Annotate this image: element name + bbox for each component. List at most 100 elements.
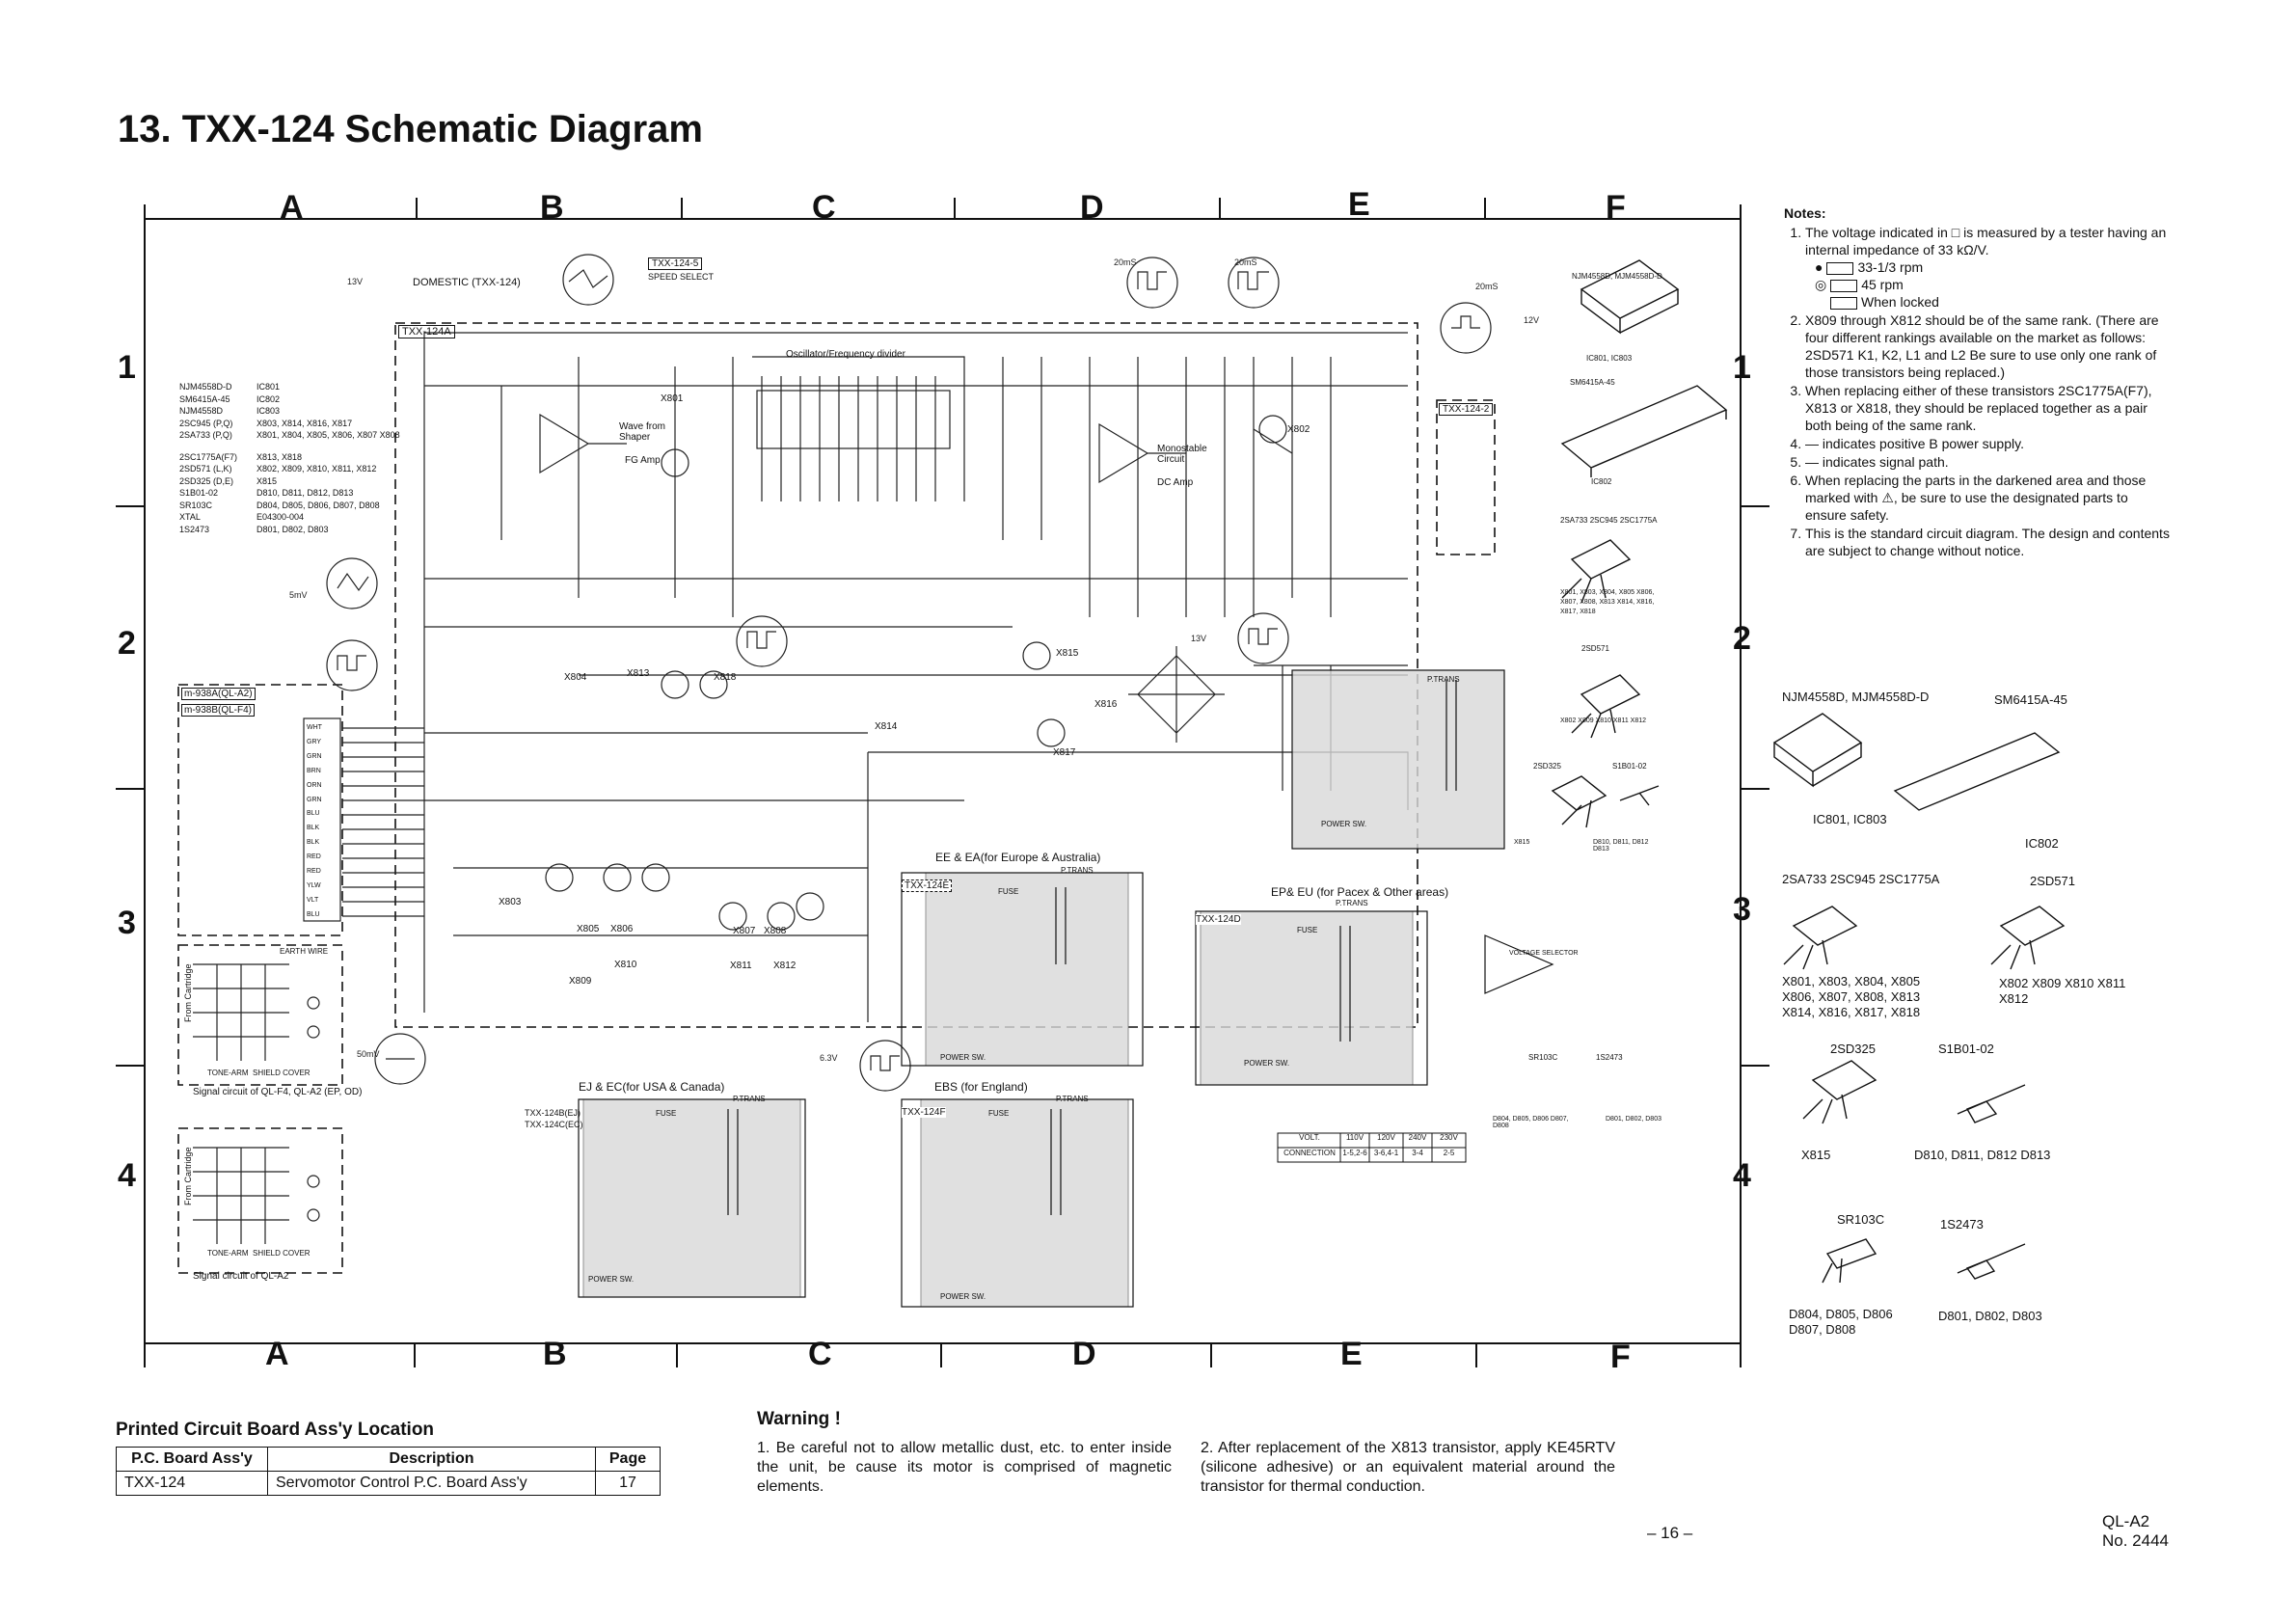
voltage-table-header: VOLT. 110V 120V 240V 230V — [1299, 1133, 1458, 1142]
grid-row-2-left: 2 — [118, 625, 136, 662]
grid-column-d-bottom: D — [1072, 1336, 1096, 1372]
transistor-x814: X814 — [875, 721, 898, 732]
note-item: The voltage indicated in □ is measured b… — [1805, 224, 2170, 311]
model-number: QL-A2 No. 2444 — [2102, 1512, 2169, 1550]
warning-section: Warning ! 1. Be careful not to allow met… — [757, 1410, 1625, 1497]
voltage-table-row: CONNECTION 1-5,2-6 3-6,4-1 3-4 2-5 — [1283, 1149, 1455, 1157]
grid-column-f-bottom: F — [1610, 1339, 1631, 1375]
component-row: 2SC945 (P,Q)X803, X814, X816, X817 — [179, 418, 353, 428]
pkg-transistor-refs: X801, X803, X804, X805 X806, X807, X808,… — [1782, 974, 1921, 1019]
power-sw-label-ep: POWER SW. — [1244, 1059, 1290, 1068]
pkg-ic801: NJM4558D, MJM4558D-D — [1782, 690, 1930, 704]
fuse-label-ee: FUSE — [998, 887, 1019, 896]
speed-select-label: SPEED SELECT — [648, 272, 715, 282]
region-ep-eu: EP& EU (for Pacex & Other areas) — [1271, 885, 1449, 899]
domestic-label: DOMESTIC (TXX-124) — [413, 277, 521, 288]
oscillator-label: Oscillator/Frequency divider — [786, 349, 905, 360]
svg-text:50mV: 50mV — [357, 1049, 380, 1059]
pkg-ic801-inner: NJM4558D, MJM4558D-D — [1572, 272, 1662, 281]
fuse-label-ebs: FUSE — [988, 1109, 1010, 1118]
power-sw-label-ebs: POWER SW. — [940, 1292, 986, 1301]
region-ebs: EBS (for England) — [934, 1080, 1028, 1094]
svg-text:13V: 13V — [347, 277, 363, 286]
grid-row-1-left: 1 — [118, 349, 136, 386]
transistor-x813: X813 — [627, 668, 650, 679]
transistor-x806: X806 — [610, 924, 634, 934]
power-sw-label-ee: POWER SW. — [940, 1053, 986, 1062]
transistor-x811: X811 — [730, 961, 752, 971]
svg-text:13V: 13V — [1191, 634, 1206, 643]
notes-panel: Notes: The voltage indicated in □ is mea… — [1784, 204, 2170, 560]
shield-cover-label-1: SHIELD COVER — [253, 1069, 311, 1077]
note-item: This is the standard circuit diagram. Th… — [1805, 525, 2170, 559]
notes-list: The voltage indicated in □ is measured b… — [1784, 224, 2170, 559]
board-label-2: TXX-124-2 — [1439, 403, 1494, 416]
transistor-x810: X810 — [614, 960, 637, 970]
region-ee-ea: EE & EA(for Europe & Australia) — [935, 851, 1101, 864]
svg-text:5mV: 5mV — [289, 590, 308, 600]
table-cell: 17 — [595, 1471, 661, 1496]
grid-column-c-top: C — [812, 189, 836, 226]
power-sw-label-main: POWER SW. — [1321, 820, 1367, 828]
warning-heading: Warning ! — [757, 1409, 841, 1429]
note-item: — indicates signal path. — [1805, 453, 2170, 471]
pkg-ic801-ref-inner: IC801, IC803 — [1586, 354, 1633, 363]
grid-row-4-left: 4 — [118, 1157, 136, 1194]
transistor-x808: X808 — [764, 926, 787, 936]
dc-amp-label: DC Amp — [1157, 477, 1194, 488]
pkg-sr103c-refs-inner: D804, D805, D806 D807, D808 — [1493, 1116, 1569, 1129]
p-trans-label-ee: P.TRANS — [1061, 866, 1094, 875]
transistor-x801: X801 — [661, 393, 684, 404]
wave-shaper-label: Wave from Shaper — [619, 421, 665, 443]
p-trans-label-ebs: P.TRANS — [1056, 1095, 1089, 1103]
transistor-x805: X805 — [577, 924, 600, 934]
pkg-2sd325: 2SD325 — [1830, 1042, 1876, 1056]
pkg-sr103c-refs: D804, D805, D806 D807, D808 — [1789, 1307, 1893, 1337]
pkg-ic802-ref: IC802 — [2025, 836, 2059, 851]
pkg-2sd571: 2SD571 — [2030, 874, 2075, 888]
p-trans-label-ej: P.TRANS — [733, 1095, 766, 1103]
table-header-row: P.C. Board Ass'y Description Page — [116, 1447, 661, 1472]
page-number: – 16 – — [1647, 1524, 1693, 1542]
pkg-2sd571-refs-inner: X802 X809 X810 X811 X812 — [1560, 717, 1647, 724]
pkg-1s2473: 1S2473 — [1940, 1217, 1984, 1232]
note-item: X809 through X812 should be of the same … — [1805, 311, 2170, 381]
cartridge-label-1: From Cartridge — [183, 963, 193, 1022]
grid-row-1-right: 1 — [1733, 349, 1751, 386]
voltage-selector-label: VOLTAGE SELECTOR — [1509, 950, 1579, 957]
svg-text:20mS: 20mS — [1234, 257, 1257, 267]
region-txx124f: TXX-124F — [902, 1107, 946, 1118]
legend-45rpm: ◎45 rpm — [1815, 277, 1904, 292]
note-item: When replacing either of these transisto… — [1805, 382, 2170, 434]
warning-item-1: 1. Be careful not to allow metallic dust… — [757, 1440, 1172, 1495]
earth-wire-label: EARTH WIRE — [280, 947, 329, 956]
note-item: — indicates positive B power supply. — [1805, 435, 2170, 452]
table-row: TXX-124 Servomotor Control P.C. Board As… — [116, 1471, 661, 1496]
pkg-sr103c: SR103C — [1837, 1212, 1885, 1227]
pkg-s1b01-refs: D810, D811, D812 D813 — [1914, 1148, 2051, 1162]
transistor-x816: X816 — [1094, 699, 1118, 710]
table-header: Page — [595, 1447, 661, 1472]
pkg-2sd325-ref-inner: X815 — [1514, 839, 1530, 846]
grid-column-e-bottom: E — [1340, 1336, 1363, 1372]
pkg-2sd571-refs: X802 X809 X810 X811 X812 — [1999, 976, 2126, 1006]
grid-column-b-bottom: B — [543, 1336, 567, 1372]
grid-row-2-right: 2 — [1733, 620, 1751, 657]
grid-column-f-top: F — [1606, 189, 1626, 226]
cartridge-label-2: From Cartridge — [183, 1147, 193, 1205]
region-ej-ec: EJ & EC(for USA & Canada) — [579, 1080, 725, 1094]
tone-arm-label-1: TONE-ARM — [207, 1069, 249, 1077]
transistor-x803: X803 — [499, 897, 522, 907]
pkg-transistor-types: 2SA733 2SC945 2SC1775A — [1782, 872, 1940, 886]
svg-text:20mS: 20mS — [1475, 282, 1499, 291]
grid-row-3-right: 3 — [1733, 891, 1751, 928]
power-sw-label-ej: POWER SW. — [588, 1275, 635, 1284]
page-title: 13. TXX-124 Schematic Diagram — [118, 108, 703, 150]
grid-column-b-top: B — [540, 189, 564, 226]
